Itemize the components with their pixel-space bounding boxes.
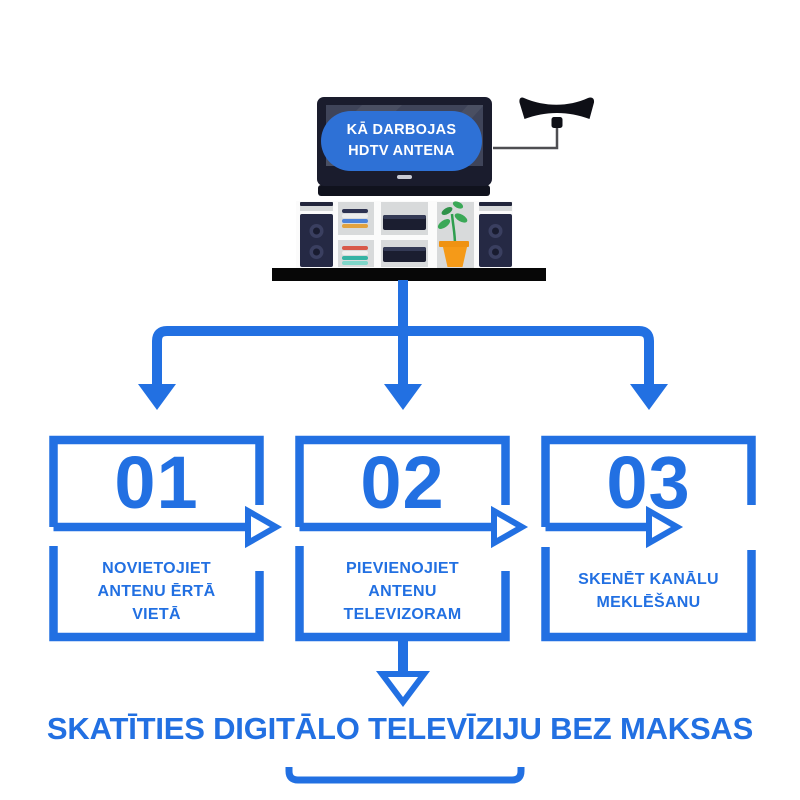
step-3-line-1: SKENĒT KANĀLU [578, 571, 719, 588]
step-2-number: 02 [360, 440, 445, 524]
media-player-icon [381, 202, 428, 267]
step-2-description: PIEVIENOJIET ANTENU TELEVIZORAM [295, 547, 510, 635]
step-3-description: SKENĒT KANĀLU MEKLĒŠANU [541, 547, 756, 635]
step-3-number-frame [541, 435, 756, 527]
step-1-line-1: NOVIETOJIET [102, 559, 211, 577]
step-1-line-3: VIETĀ [132, 605, 181, 623]
connector-bar [152, 326, 654, 386]
speaker-icon [300, 202, 333, 267]
plant-icon [437, 201, 474, 268]
hdtv-antenna-icon [519, 97, 595, 128]
step-2-line-1: PIEVIENOJIET [346, 559, 459, 577]
step-3-line-2: MEKLĒŠANU [596, 594, 701, 611]
step-box-1 [49, 435, 283, 642]
antenna-cable [493, 126, 559, 150]
books-icon [338, 202, 374, 267]
speaker-icon [479, 202, 512, 267]
down-arrow-icon [630, 384, 668, 410]
media-cabinet [296, 201, 513, 268]
step-2-line-3: TELEVIZORAM [343, 605, 462, 623]
down-arrow-icon [138, 384, 176, 410]
right-arrow-icon [245, 505, 283, 549]
bubble-line-1: KĀ DARBOJAS [346, 122, 457, 138]
step-1-description: NOVIETOJIET ANTENU ĒRTĀ VIETĀ [49, 547, 264, 635]
down-arrow-outline-icon [376, 671, 430, 707]
footer-title: SKATĪTIES DIGITĀLO TELEVĪZIJU BEZ MAKSAS [46, 711, 754, 746]
step-3-text-frame [541, 547, 756, 642]
step-2-number-frame [295, 435, 510, 527]
footer-bracket [285, 767, 525, 784]
tv-base [318, 185, 490, 196]
down-arrow-icon [384, 384, 422, 410]
step-2-line-2: ANTENU [368, 582, 437, 600]
step-1-number-frame [49, 435, 264, 527]
step-3-number: 03 [606, 440, 691, 524]
right-arrow-icon [491, 505, 529, 549]
tv-callout-bubble: KĀ DARBOJAS HDTV ANTENA [321, 111, 482, 171]
footer-connector [376, 637, 430, 707]
step-box-3 [541, 435, 756, 642]
step-1-line-2: ANTENU ĒRTĀ [97, 582, 216, 600]
bubble-line-2: HDTV ANTENA [348, 143, 455, 159]
shelf-board [272, 268, 546, 281]
step-1-number: 01 [114, 440, 199, 524]
right-arrow-icon [646, 505, 684, 549]
flow-connector [138, 280, 668, 410]
tv-power-indicator [397, 175, 412, 179]
step-1-text-frame [49, 546, 264, 642]
